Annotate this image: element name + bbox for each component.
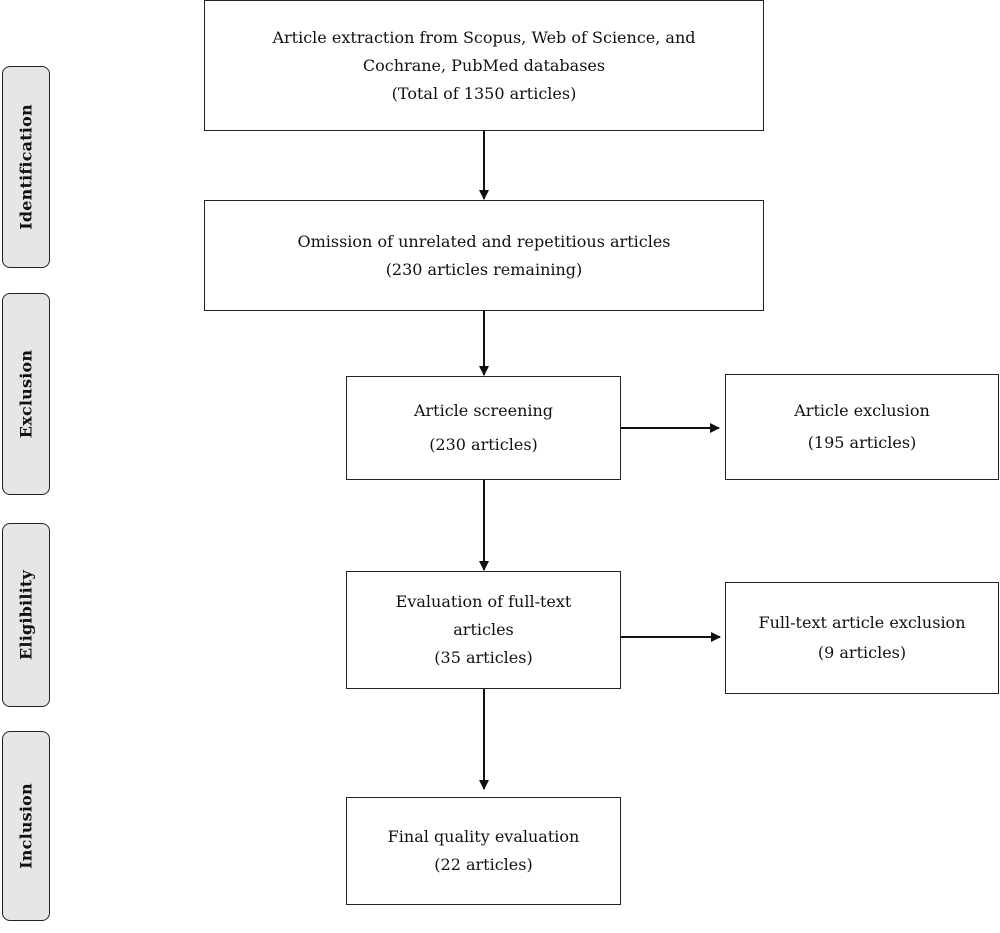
phase-eligibility: Eligibility bbox=[2, 523, 50, 707]
box-omission: Omission of unrelated and repetitious ar… bbox=[204, 200, 764, 311]
box-article-screening: Article screening (230 articles) bbox=[346, 376, 621, 480]
box-full-text-exclusion-line1: Full-text article exclusion bbox=[758, 613, 966, 632]
box-omission-line1: Omission of unrelated and repetitious ar… bbox=[297, 231, 671, 251]
box-final-quality-evaluation-line2: (22 articles) bbox=[434, 855, 533, 874]
box-full-text-evaluation-line2: articles bbox=[453, 620, 514, 639]
box-final-quality-evaluation: Final quality evaluation (22 articles) bbox=[346, 797, 621, 905]
box-article-exclusion-line1: Article exclusion bbox=[794, 401, 930, 420]
box-full-text-evaluation-line1: Evaluation of full-text bbox=[395, 592, 572, 611]
phase-inclusion: Inclusion bbox=[2, 731, 50, 921]
phase-exclusion: Exclusion bbox=[2, 293, 50, 495]
box-full-text-exclusion-line2: (9 articles) bbox=[817, 643, 907, 662]
box-full-text-exclusion: Full-text article exclusion (9 articles) bbox=[725, 582, 999, 694]
box-article-extraction-line3: (Total of 1350 articles) bbox=[391, 83, 577, 103]
phase-identification: Identification bbox=[2, 66, 50, 268]
box-full-text-evaluation: Evaluation of full-text articles (35 art… bbox=[346, 571, 621, 689]
box-final-quality-evaluation-line1: Final quality evaluation bbox=[387, 827, 580, 846]
box-article-extraction-line2: Cochrane, PubMed databases bbox=[362, 55, 606, 75]
box-article-extraction-line1: Article extraction from Scopus, Web of S… bbox=[272, 27, 696, 47]
box-article-exclusion: Article exclusion (195 articles) bbox=[725, 374, 999, 480]
box-full-text-evaluation-line3: (35 articles) bbox=[434, 648, 533, 667]
box-article-screening-line1: Article screening bbox=[413, 401, 554, 420]
box-article-extraction: Article extraction from Scopus, Web of S… bbox=[204, 0, 764, 131]
box-omission-line2: (230 articles remaining) bbox=[385, 259, 583, 279]
box-article-screening-line2: (230 articles) bbox=[429, 435, 538, 454]
box-article-exclusion-line2: (195 articles) bbox=[807, 433, 917, 452]
